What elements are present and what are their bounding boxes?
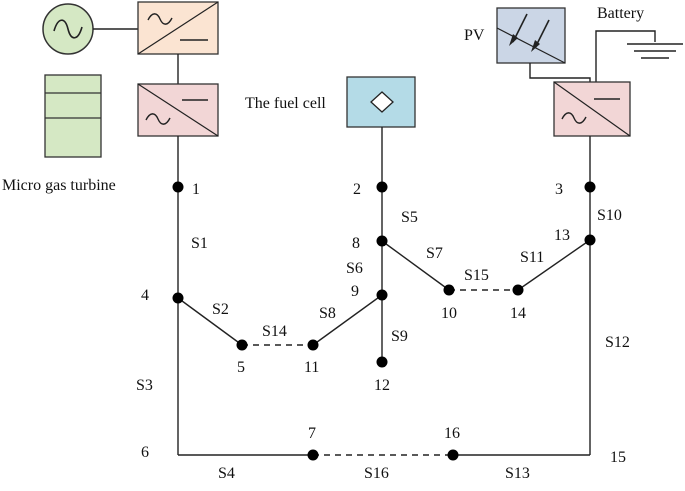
micro-gas-turbine-label: Micro gas turbine [2, 177, 116, 194]
node-label-13: 13 [554, 227, 570, 244]
node-13 [584, 234, 596, 246]
node-label-12: 12 [374, 377, 390, 394]
node-3 [584, 181, 596, 193]
inverter-diagonal [137, 83, 219, 137]
node-label-8: 8 [352, 235, 360, 252]
switch-label-s3: S3 [136, 377, 153, 394]
diamond-icon [370, 91, 394, 113]
node-label-4: 4 [141, 287, 149, 304]
pv-to-inverter-wire [529, 63, 591, 82]
node-label-5: 5 [237, 359, 245, 376]
node-5 [236, 339, 248, 351]
node-label-10: 10 [441, 305, 457, 322]
line-s11 [517, 239, 591, 291]
switch-label-s12: S12 [605, 334, 630, 351]
battery-label: Battery [597, 5, 644, 22]
node-label-6: 6 [141, 444, 149, 461]
node-label-2: 2 [353, 181, 361, 198]
node-label-16: 16 [444, 425, 460, 442]
ac-generator [42, 3, 94, 55]
node-label-14: 14 [510, 305, 526, 322]
switch-label-s8: S8 [319, 305, 336, 322]
inverter-left [137, 83, 219, 137]
switch-label-s15: S15 [464, 267, 489, 284]
turbine-box [44, 74, 102, 158]
switch-label-s9: S9 [391, 328, 408, 345]
pv-box [496, 7, 566, 64]
node-12 [376, 356, 388, 368]
node-10 [443, 284, 455, 296]
line-s7 [381, 240, 450, 291]
pv-panel [496, 7, 566, 64]
fuel-cell-label: The fuel cell [245, 95, 326, 112]
switch-label-s7: S7 [426, 245, 443, 262]
fuel-cell [346, 76, 416, 128]
node-4 [172, 292, 184, 304]
node-label-1: 1 [192, 181, 200, 198]
node-label-9: 9 [351, 283, 359, 300]
switch-label-s1: S1 [191, 235, 208, 252]
switch-label-s6: S6 [346, 260, 363, 277]
node-label-15: 15 [610, 449, 626, 466]
pv-diagonal [496, 27, 566, 64]
sine-wave-icon [53, 19, 83, 39]
inverter-right [553, 81, 631, 137]
switch-label-s5: S5 [401, 209, 418, 226]
node-11 [307, 339, 319, 351]
inverter-diagonal [553, 81, 631, 137]
node-label-7: 7 [308, 425, 316, 442]
ac-sine-icon [561, 112, 587, 124]
node-1 [172, 181, 184, 193]
converter-diagonal [137, 1, 219, 55]
node-7 [307, 449, 319, 461]
switch-label-s16: S16 [364, 465, 389, 482]
switch-label-s14: S14 [262, 323, 287, 340]
ac-sine-icon [145, 113, 171, 125]
light-arrowhead-icon [531, 40, 540, 52]
line-s8 [312, 294, 383, 346]
node-9 [376, 289, 388, 301]
switch-label-s13: S13 [505, 465, 530, 482]
node-8 [376, 235, 388, 247]
node-label-11: 11 [304, 359, 319, 376]
micro-gas-turbine [44, 74, 102, 158]
light-arrowhead-icon [509, 34, 518, 46]
node-2 [376, 181, 388, 193]
switch-label-s4: S4 [218, 465, 235, 482]
switch-label-s2: S2 [212, 301, 229, 318]
node-16 [447, 449, 459, 461]
battery-symbol [627, 43, 683, 59]
line-s2 [177, 297, 243, 346]
battery-wire [595, 30, 656, 82]
rectifier-converter [137, 1, 219, 55]
node-14 [512, 284, 524, 296]
ac-sine-icon [147, 13, 173, 25]
node-label-3: 3 [555, 181, 563, 198]
pv-label: PV [464, 27, 485, 44]
switch-label-s10: S10 [597, 207, 622, 224]
switch-label-s11: S11 [520, 249, 544, 266]
